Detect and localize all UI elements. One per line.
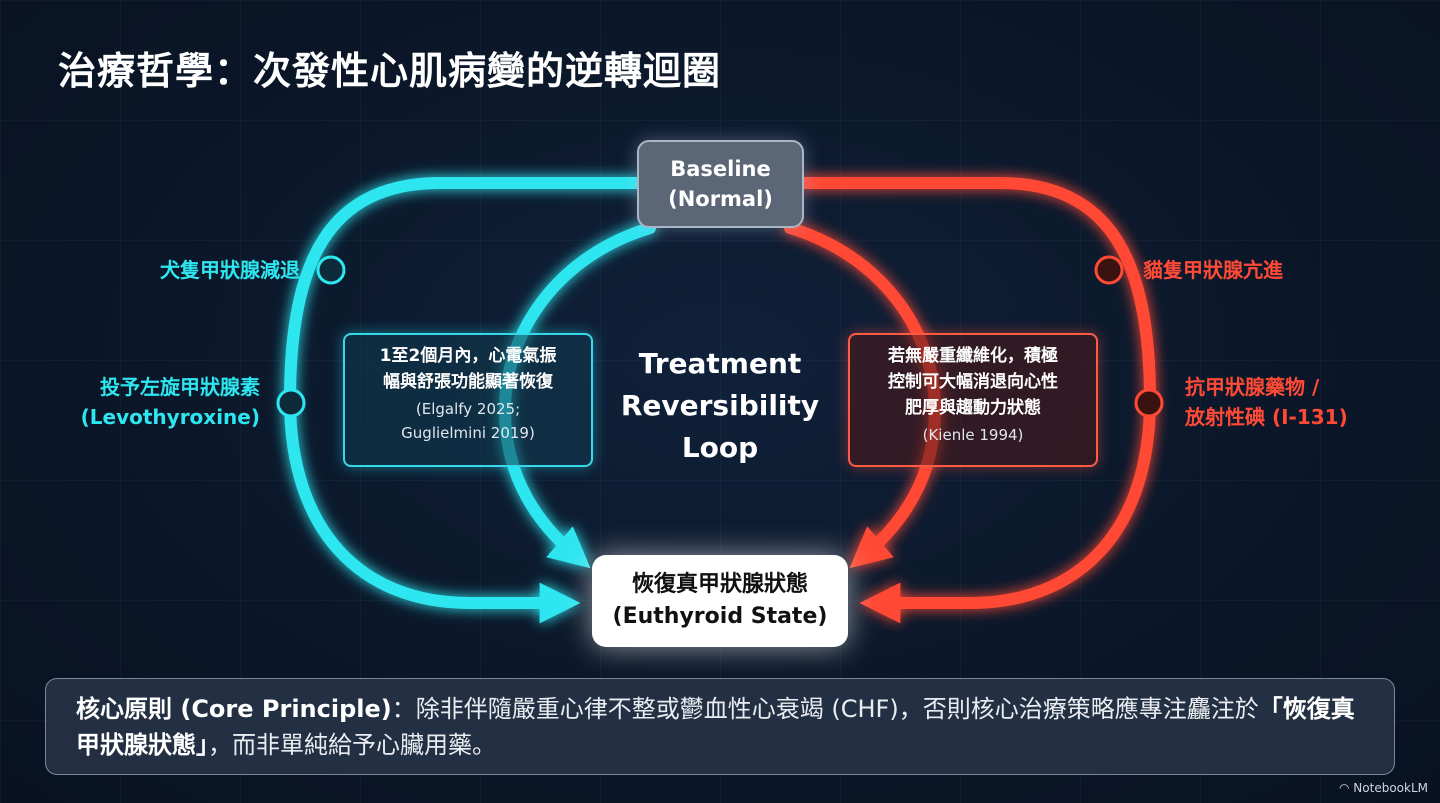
euthyroid-node: 恢復真甲狀腺狀態 (Euthyroid State) <box>592 555 848 647</box>
euthyroid-line1: 恢復真甲狀腺狀態 <box>631 572 808 597</box>
core-principle-box: 核心原則 (Core Principle)：除非伴隨嚴重心律不整或鬱血性心衰竭 … <box>45 678 1395 775</box>
levothyroxine-line2: (Levothyroxine) <box>80 405 260 429</box>
center-label-line2: Reversibility <box>620 389 820 422</box>
antithyroid-line1: 抗甲狀腺藥物 / <box>1185 375 1320 399</box>
notebooklm-watermark: ◠ NotebookLM <box>1339 781 1428 795</box>
right-citation: (Kienle 1994) <box>922 426 1024 444</box>
watermark-text: NotebookLM <box>1353 781 1428 795</box>
node-levothyroxine <box>276 388 306 418</box>
antithyroid-line2: 放射性碘 (I-131) <box>1185 405 1348 429</box>
center-loop-label: Treatment Reversibility Loop <box>610 343 830 469</box>
baseline-line1: Baseline <box>670 157 771 181</box>
baseline-line2: (Normal) <box>668 187 773 211</box>
dog-hypothyroid-label: 犬隻甲狀腺減退 <box>160 258 300 282</box>
node-cat-hyperthyroid <box>1094 255 1124 285</box>
left-citation-line2: Guglielmini 2019) <box>401 424 535 442</box>
right-outcome-line1: 若無嚴重纖維化，積極 <box>888 346 1058 366</box>
center-label-line1: Treatment <box>638 347 802 380</box>
node-antithyroid <box>1134 388 1164 418</box>
levothyroxine-line1: 投予左旋甲狀腺素 <box>100 375 260 399</box>
right-outcome-line3: 肥厚與趨動力狀態 <box>905 398 1041 418</box>
levothyroxine-label: 投予左旋甲狀腺素 (Levothyroxine) <box>81 372 260 432</box>
baseline-node: Baseline (Normal) <box>637 140 804 228</box>
page-title: 治療哲學：次發性心肌病變的逆轉迴圈 <box>58 49 722 93</box>
right-outcome-box: 若無嚴重纖維化，積極 控制可大幅消退向心性 肥厚與趨動力狀態 (Kienle 1… <box>848 333 1098 467</box>
cat-hyperthyroid-label: 貓隻甲狀腺亢進 <box>1143 258 1283 282</box>
left-outcome-box: 1至2個月內，心電氣振 幅與舒張功能顯著恢復 (Elgalfy 2025; Gu… <box>343 333 593 467</box>
notebooklm-icon: ◠ <box>1339 781 1354 795</box>
left-outcome-line2: 幅與舒張功能顯著恢復 <box>383 372 553 392</box>
antithyroid-label: 抗甲狀腺藥物 / 放射性碘 (I-131) <box>1185 372 1348 432</box>
euthyroid-line2: (Euthyroid State) <box>612 604 828 629</box>
right-outcome-line2: 控制可大幅消退向心性 <box>888 372 1058 392</box>
core-principle-text2: ，而非單純給予心臟用藥。 <box>208 731 496 759</box>
core-principle-text1: ：除非伴隨嚴重心律不整或鬱血性心衰竭 (CHF)，否則核心治療策略應專注麤注於 <box>391 695 1259 723</box>
core-principle-label: 核心原則 (Core Principle) <box>76 695 392 723</box>
left-citation: (Elgalfy 2025; Guglielmini 2019) <box>351 397 585 445</box>
left-citation-line1: (Elgalfy 2025; <box>415 400 521 418</box>
left-outcome-line1: 1至2個月內，心電氣振 <box>379 346 557 366</box>
node-dog-hypothyroid <box>316 255 346 285</box>
core-principle-highlight: 「恢復真甲狀腺狀態」 <box>76 695 1355 759</box>
center-label-line3: Loop <box>681 431 759 464</box>
